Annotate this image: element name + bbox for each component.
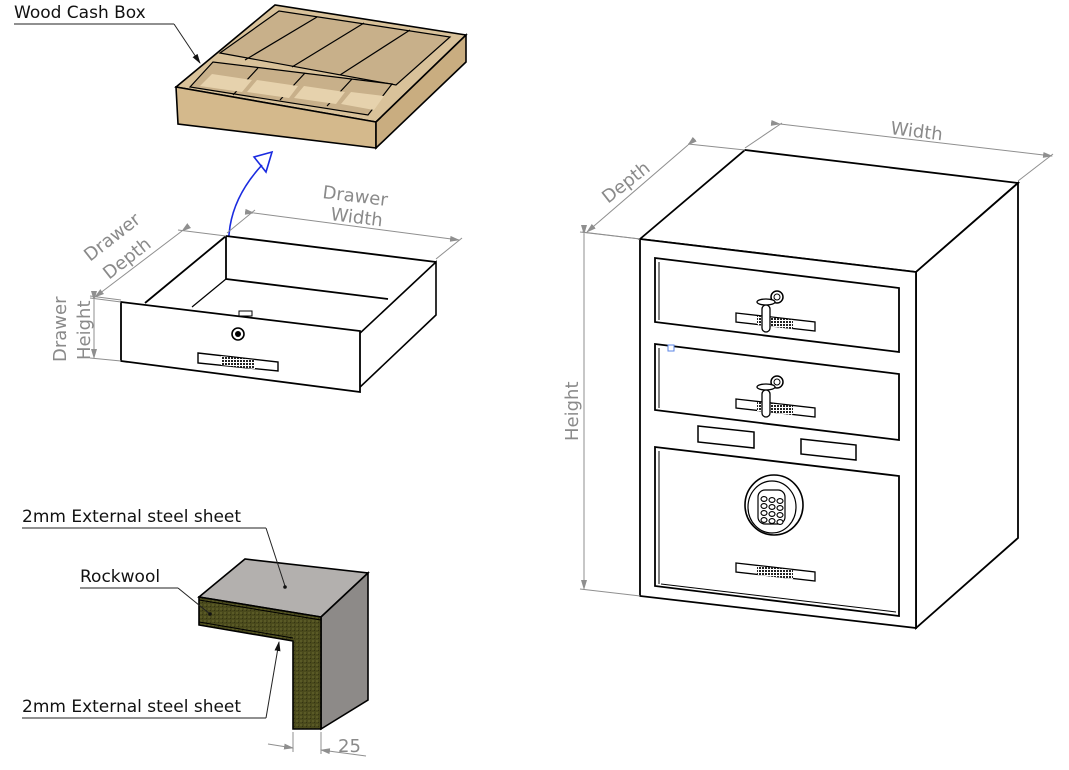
keypad-buttons [760,496,784,525]
drawer [120,235,437,394]
divider [244,16,318,61]
rockwool-section [198,596,322,730]
cabinet [637,149,1021,630]
callout-rockwool: Rockwool [80,567,160,587]
thickness-label: 25 [338,736,361,757]
wall-section [197,558,370,731]
leader-dot [283,585,287,589]
leader-arrow [173,23,201,64]
drawer-height-dimension: Drawer Height [50,291,122,362]
callout-steel-sheet-outer: 2mm External steel sheet [22,507,241,527]
leader-dot [208,612,212,616]
cell-floor [341,92,384,110]
callout-steel-sheet-inner: 2mm External steel sheet [22,697,241,717]
drawer-2-key-icon [761,389,771,418]
cell-floor [200,74,252,92]
divider [291,22,365,68]
cabinet-slot-left [697,425,755,449]
keypad-lock-icon [744,474,804,536]
drawer-front [120,300,361,394]
cash-box-side [375,33,467,150]
wood-cash-box [174,4,468,150]
cell-floor [247,80,298,98]
cabinet-height-label: Height [562,381,583,441]
thickness-dimension: 25 [267,732,367,757]
drawer-height-label-2: Height [74,300,95,360]
cabinet-safe-door [654,445,900,618]
arrow-head-top [252,150,274,174]
cash-box-back-well [218,10,452,86]
leader-line [177,587,211,615]
cabinet-drawer-1 [654,256,900,354]
cabinet-depth-label: Depth [598,158,654,208]
cabinet-drawer-2 [654,342,900,442]
cabinet-height-dimension: Height [562,225,641,597]
selection-handle[interactable] [667,344,675,352]
cell-floor [294,86,345,104]
callout-wood-cash-box: Wood Cash Box [14,3,146,23]
cabinet-width-label: Width [889,118,943,145]
drawer-height-label-1: Drawer [50,296,71,362]
leader-arrow [265,641,281,719]
leader-line [265,527,286,587]
divider [339,29,411,76]
drawer-1-key-icon [761,304,771,333]
cabinet-slot-right [800,438,857,461]
